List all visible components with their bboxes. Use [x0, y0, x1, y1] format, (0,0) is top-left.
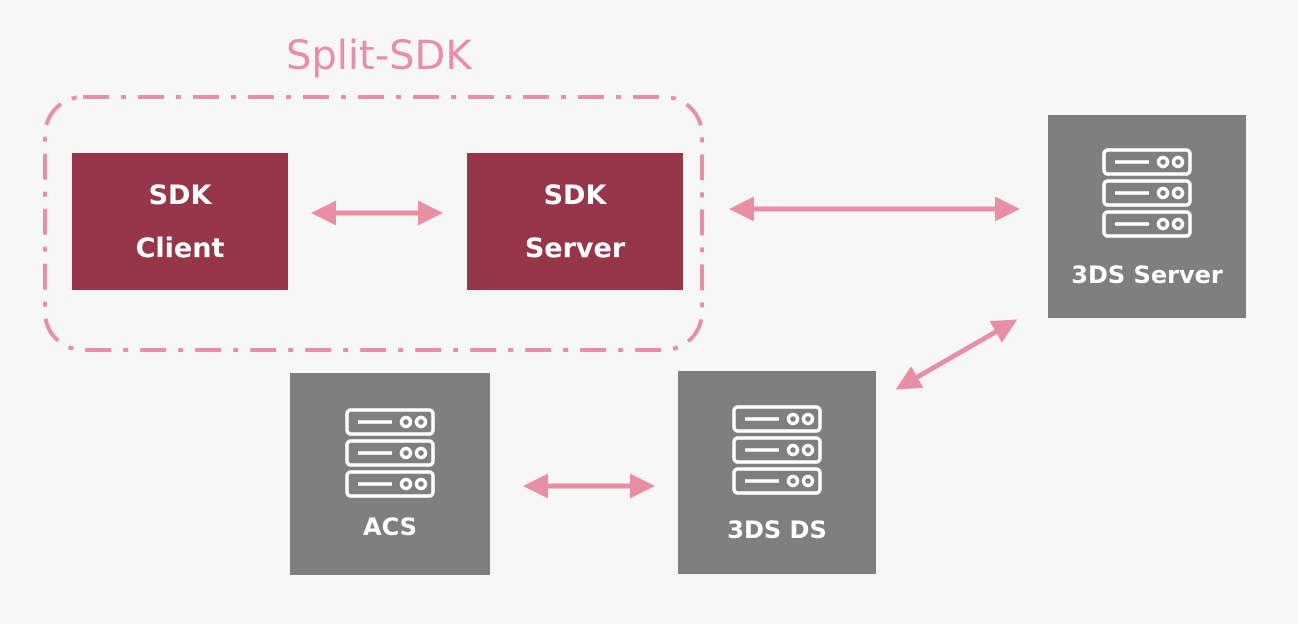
3ds-ds-label: 3DS DS: [727, 516, 827, 544]
server-rack-icon: [1102, 148, 1192, 238]
arrow-3ds-server-3ds-ds: [895, 319, 1018, 390]
sdk-server-box[interactable]: SDK Server: [467, 153, 683, 290]
sdk-client-line2: Client: [135, 232, 225, 264]
server-rack-icon: [345, 408, 435, 498]
3ds-server-label: 3DS Server: [1071, 261, 1223, 289]
sdk-server-line1: SDK: [543, 179, 607, 211]
sdk-server-line2: Server: [524, 232, 626, 264]
server-rack-icon: [732, 405, 822, 495]
3ds-ds-box[interactable]: 3DS DS: [678, 371, 876, 574]
3ds-server-box[interactable]: 3DS Server: [1048, 115, 1246, 318]
split-sdk-group-boundary: [43, 95, 704, 352]
acs-box[interactable]: ACS: [290, 373, 490, 575]
split-sdk-title: Split-SDK: [286, 33, 472, 79]
acs-label: ACS: [363, 513, 417, 541]
sdk-client-line1: SDK: [148, 179, 212, 211]
sdk-client-box[interactable]: SDK Client: [72, 153, 288, 290]
